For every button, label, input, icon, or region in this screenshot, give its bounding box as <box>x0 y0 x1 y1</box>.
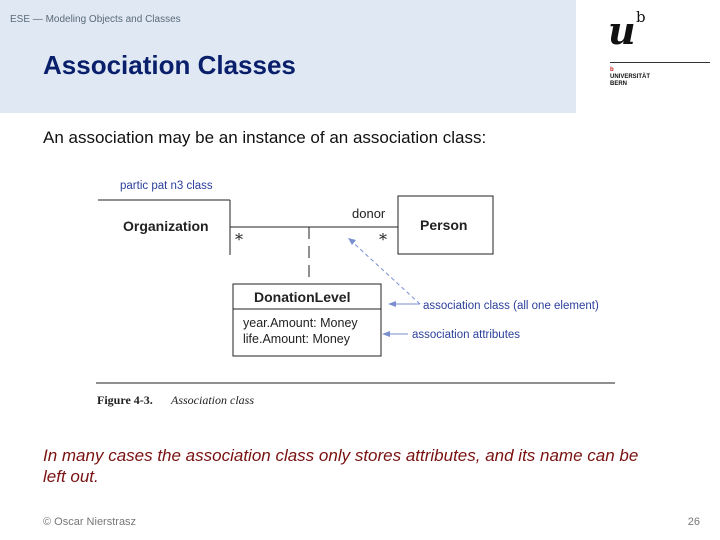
annotation-arrowhead-class <box>388 301 396 307</box>
association-class-box <box>232 283 382 357</box>
figure-number: Figure 4-3. <box>97 393 153 407</box>
attribute-life-amount: life.Amount: Money <box>243 332 351 346</box>
page-number: 26 <box>687 516 700 528</box>
logo-line1: b <box>610 67 614 73</box>
slide-title: Association Classes <box>43 50 296 80</box>
attribute-year-amount: year.Amount: Money <box>243 316 358 330</box>
course-title: ESE — Modeling Objects and Classes <box>10 14 181 25</box>
annotation-arrowhead-attributes <box>382 331 390 337</box>
role-donor: donor <box>352 206 386 221</box>
logo-line3: BERN <box>610 81 628 87</box>
logo-divider <box>610 62 710 63</box>
annotation-pointer-association <box>347 237 421 305</box>
logo-u-glyph: u <box>608 8 636 53</box>
annotation-arrowhead-association <box>348 238 356 245</box>
logo-b-glyph: b <box>636 8 646 26</box>
participating-class-label: partic pat n3 class <box>120 180 213 192</box>
annotation-association-class: association class (all one element) <box>423 300 599 312</box>
logo-wordmark: b UNIVERSITÄT BERN <box>610 67 650 88</box>
uml-association-class-diagram: partic pat n3 class Organization Person … <box>96 180 615 407</box>
intro-text: An association may be an instance of an … <box>43 128 487 147</box>
class-organization: Organization <box>123 218 209 234</box>
association-class-name: DonationLevel <box>254 289 350 305</box>
class-person: Person <box>420 217 467 233</box>
footer-author: © Oscar Nierstrasz <box>43 516 137 528</box>
figure-caption: Association class <box>170 393 254 407</box>
multiplicity-left: * <box>235 230 243 249</box>
class-person-box <box>397 195 494 255</box>
multiplicity-right: * <box>379 230 387 249</box>
logo-line2: UNIVERSITÄT <box>610 74 651 80</box>
annotation-association-attributes: association attributes <box>412 329 520 341</box>
header-band: ESE — Modeling Objects and Classes Assoc… <box>0 0 576 113</box>
note-text: In many cases the association class only… <box>43 446 639 486</box>
university-logo <box>576 0 720 113</box>
